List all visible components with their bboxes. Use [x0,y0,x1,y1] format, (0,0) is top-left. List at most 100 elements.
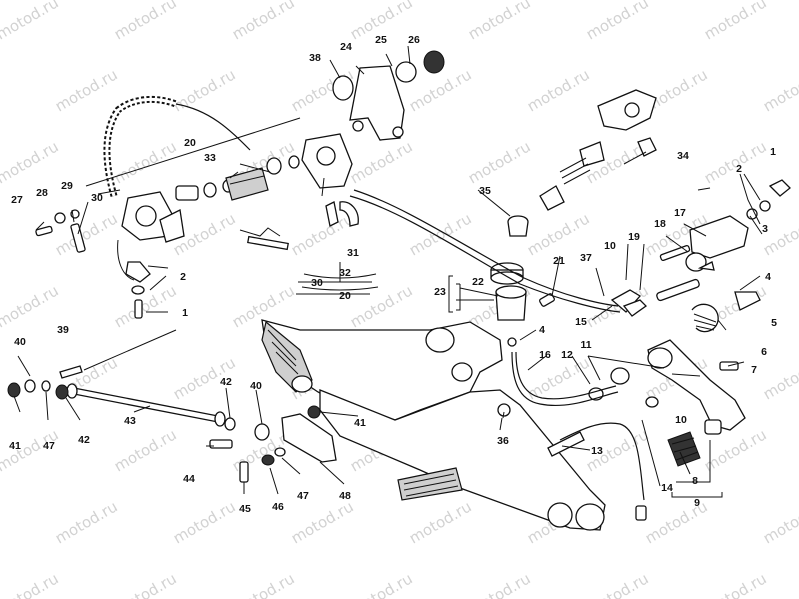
callout-40: 40 [14,336,26,348]
watermark-text: motod.ru [170,497,239,547]
callout-6: 6 [761,346,767,358]
callout-19: 19 [628,231,640,243]
callout-33: 33 [204,152,216,164]
callout-45: 45 [239,503,251,515]
watermark-text: motod.ru [465,0,534,43]
callout-1: 1 [770,146,776,158]
callout-10: 10 [604,240,616,252]
watermark-text: motod.ru [111,281,180,331]
callout-39: 39 [57,324,69,336]
callout-30: 30 [311,277,323,289]
watermark-text: motod.ru [0,353,3,403]
watermark-text: motod.ru [583,569,652,599]
callout-20: 20 [339,290,351,302]
brake-pipe [349,189,647,521]
callout-27: 27 [11,194,23,206]
callout-labels: 1 1 2 2 3 4 4 5 6 7 8 9 10 10 11 12 13 1… [9,34,777,515]
watermark-text: motod.ru [0,0,62,43]
callout-11: 11 [580,339,591,351]
callout-2: 2 [736,163,742,175]
callout-21: 21 [553,255,565,267]
callout-15: 15 [575,316,587,328]
callout-40: 40 [250,380,262,392]
watermark-text: motod.ru [111,137,180,187]
callout-8: 8 [692,475,698,487]
callout-29: 29 [61,180,73,192]
callout-25: 25 [375,34,387,46]
callout-31: 31 [347,247,359,259]
watermark-text: motod.ru [0,497,3,547]
watermark-text: motod.ru [347,569,416,599]
callout-38: 38 [309,52,321,64]
callout-26: 26 [408,34,420,46]
callout-44: 44 [183,473,195,485]
callout-30: 30 [91,192,103,204]
callout-43: 43 [124,415,136,427]
watermark-text: motod.ru [229,569,298,599]
callout-13: 13 [591,445,603,457]
rear-master-cylinder [610,179,791,317]
callout-47: 47 [43,440,55,452]
watermark-text: motod.ru [52,497,121,547]
brake-fluid-reservoir [490,262,555,347]
watermark-text: motod.ru [760,65,799,115]
callout-20: 20 [184,137,196,149]
callout-10: 10 [675,414,687,426]
watermark-text: motod.ru [0,281,62,331]
callout-22: 22 [472,276,484,288]
callout-37: 37 [580,252,592,264]
callout-41: 41 [354,417,366,429]
group-brackets [301,273,723,498]
caliper-bracket [301,50,445,189]
watermark-text: motod.ru [0,137,62,187]
pivot-shaft [7,201,511,483]
callout-7: 7 [751,364,757,376]
callout-42: 42 [220,376,232,388]
watermark-text: motod.ru [465,569,534,599]
watermark-text: motod.ru [111,0,180,43]
footpeg-bracket [261,319,606,531]
watermark-text: motod.ru [288,497,357,547]
watermark-text: motod.ru [465,137,534,187]
callout-9: 9 [694,497,700,509]
callout-41: 41 [9,440,21,452]
watermark-text: motod.ru [406,497,475,547]
callout-1: 1 [182,307,188,319]
watermark-text: motod.ru [170,65,239,115]
callout-28: 28 [36,187,48,199]
callout-32: 32 [339,267,351,279]
callout-36: 36 [497,435,509,447]
callout-14: 14 [661,482,673,494]
callout-2: 2 [180,271,186,283]
watermark-text: motod.ru [760,497,799,547]
callout-24: 24 [340,41,352,53]
rear-brake-light-switch [507,89,657,237]
callout-46: 46 [272,501,284,513]
callout-34: 34 [677,150,689,162]
watermark-text: motod.ru [524,65,593,115]
watermark-text: motod.ru [229,0,298,43]
watermark-text: motod.ru [0,569,62,599]
watermark-text: motod.ru [111,569,180,599]
callout-17: 17 [674,207,686,219]
callout-5: 5 [771,317,777,329]
callout-3: 3 [762,223,768,235]
callout-18: 18 [654,218,666,230]
rear-brake-caliper [35,155,300,319]
callout-35: 35 [479,185,491,197]
leader-lines [13,45,763,495]
callout-4: 4 [765,271,771,283]
watermark-text: motod.ru [701,569,770,599]
callout-47: 47 [297,490,309,502]
callout-42: 42 [78,434,90,446]
callout-48: 48 [339,490,351,502]
callout-12: 12 [561,349,573,361]
callout-16: 16 [539,349,551,361]
watermark-text: motod.ru [0,65,3,115]
watermark-text: motod.ru [347,137,416,187]
watermark-text: motod.ru [0,209,3,259]
watermark-text: motod.ru [760,353,799,403]
callout-4: 4 [539,324,545,336]
